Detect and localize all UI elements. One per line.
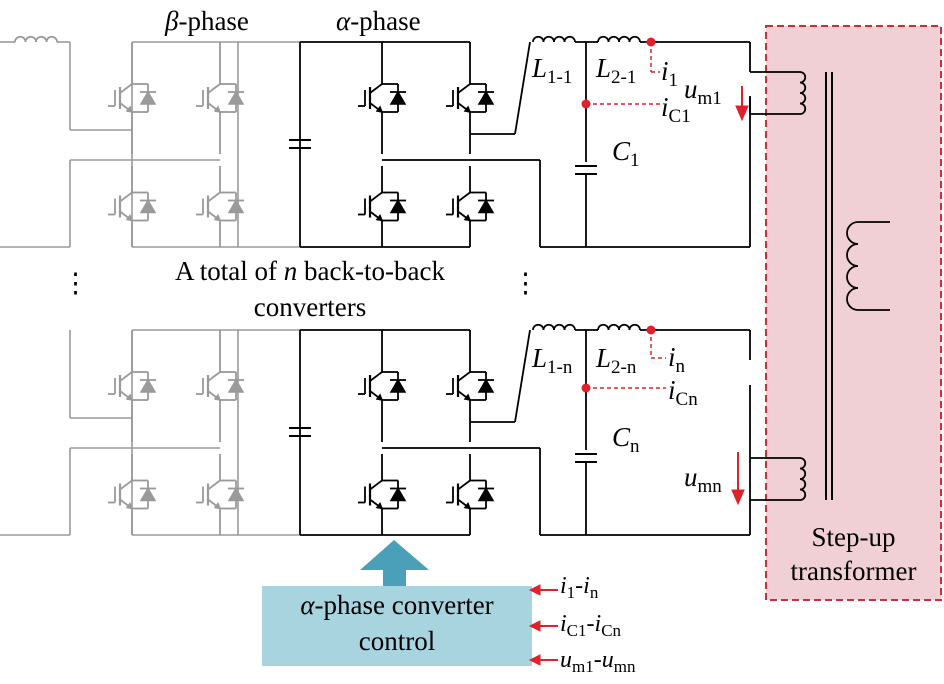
top-beta-s3-arrow [213,105,222,114]
bottom-alpha-s2-arrow [375,501,384,510]
inductor-L2-n-label: L2-n [596,343,637,378]
bottom-beta-s2-diode [139,487,157,502]
top-beta-s1-diode [139,90,157,105]
top-alpha-s1-arrow [375,105,384,114]
inductor-L1-1-label: L1-1 [532,53,573,88]
bottom-winding [799,457,807,501]
bottom-beta-s3-c-leg [207,371,221,382]
control-label-line2: control [358,626,436,656]
control-input-voltages: um1-umn [560,647,636,676]
top-beta-s4-arrow [213,213,222,222]
bottom-alpha-s1-c-leg [369,371,383,382]
transformer-label-line2: transformer [790,556,917,586]
top-beta-s3-c-leg [207,83,221,94]
top-alpha-s3-c-leg [457,83,471,94]
control-input-head-0 [528,584,541,596]
transformer-label-line1: Step-up [811,522,896,552]
alpha-phase-label: α-phase [336,6,421,36]
bottom-alpha-s3-arrow [463,393,472,402]
bottom-alpha-s3-c-leg [457,371,471,382]
circuit-wiring [0,35,890,666]
bottom-beta-s2-c-leg [119,479,133,491]
capacitor-C1-label: C1 [612,136,640,171]
top-alpha-s4-arrow [463,213,472,222]
current-iCn-label: iCn [668,375,698,410]
bottom-beta-s4-c-leg [207,479,221,491]
bottom-alpha-s4-c-leg [457,479,471,491]
bottom-L2 [597,323,641,331]
top-alpha-s1-c-leg [369,83,383,94]
bottom-alpha-s3-diode [477,378,495,393]
top-alpha-s2-c-leg [369,191,383,203]
top-winding [799,71,807,115]
left-inductor [14,35,58,43]
secondary-winding [846,221,859,311]
bottom-beta-s1-arrow [125,393,134,402]
vertical-dots-right: ⋮ [512,268,539,298]
voltage-um1-label: um1 [684,74,722,109]
top-alpha-s4-diode [477,199,495,214]
top-beta-s1-arrow [125,105,134,114]
umn-arrow-head [731,489,745,506]
top-beta-s3-diode [227,90,245,105]
control-input-cap-currents: iC1-iCn [560,611,622,640]
control-box [262,586,532,666]
total-converters-line2: converters [253,292,367,322]
bottom-beta-s3-arrow [213,393,222,402]
top-alpha-s3-arrow [463,105,472,114]
inductor-L1-n-label: L1-n [532,343,573,378]
top-beta-s2-arrow [125,213,134,222]
bottom-beta-s3-diode [227,378,245,393]
total-converters-line1: A total of n back-to-back [175,256,445,286]
top-out-a-rise [514,41,531,135]
bottom-beta-s1-diode [139,378,157,393]
bottom-alpha-s4-arrow [463,501,472,510]
top-alpha-s3-diode [477,90,495,105]
inductor-L2-1-label: L2-1 [596,53,637,88]
bottom-L1 [532,323,576,331]
top-alpha-s1-diode [389,90,407,105]
bottom-alpha-s1-diode [389,378,407,393]
top-L1 [532,35,576,43]
transformer-box [765,25,942,601]
bottom-beta-s1-c-leg [119,371,133,382]
top-alpha-s2-arrow [375,213,384,222]
bottom-beta-s4-arrow [213,501,222,510]
top-beta-s1-c-leg [119,83,133,94]
top-beta-s4-c-leg [207,191,221,203]
current-i1-label: i1 [661,56,679,91]
bottom-alpha-s1-arrow [375,393,384,402]
top-beta-s4-diode [227,199,245,214]
top-L2 [597,35,641,43]
bottom-alpha-s4-diode [477,487,495,502]
current-iC1-label: iC1 [661,92,691,127]
current-in-label: in [668,342,686,377]
capacitor-Cn-label: Cn [612,422,640,457]
um1-arrow-head [735,105,749,122]
control-input-currents: i1-in [560,573,599,602]
voltage-umn-label: umn [684,462,722,497]
bottom-alpha-s2-diode [389,487,407,502]
control-input-head-1 [528,620,541,632]
top-beta-s2-c-leg [119,191,133,203]
control-input-head-2 [528,654,541,666]
top-beta-s2-diode [139,199,157,214]
beta-phase-label: β-phase [165,6,249,36]
bottom-beta-s2-arrow [125,501,134,510]
control-up-arrow [360,540,429,586]
bottom-alpha-s2-c-leg [369,479,383,491]
bottom-beta-s4-diode [227,487,245,502]
vertical-dots-left: ⋮ [62,268,89,298]
top-alpha-s4-c-leg [457,191,471,203]
bottom-out-a-rise [514,329,531,423]
top-alpha-s2-diode [389,199,407,214]
control-label-line1: α-phase converter [300,590,494,620]
